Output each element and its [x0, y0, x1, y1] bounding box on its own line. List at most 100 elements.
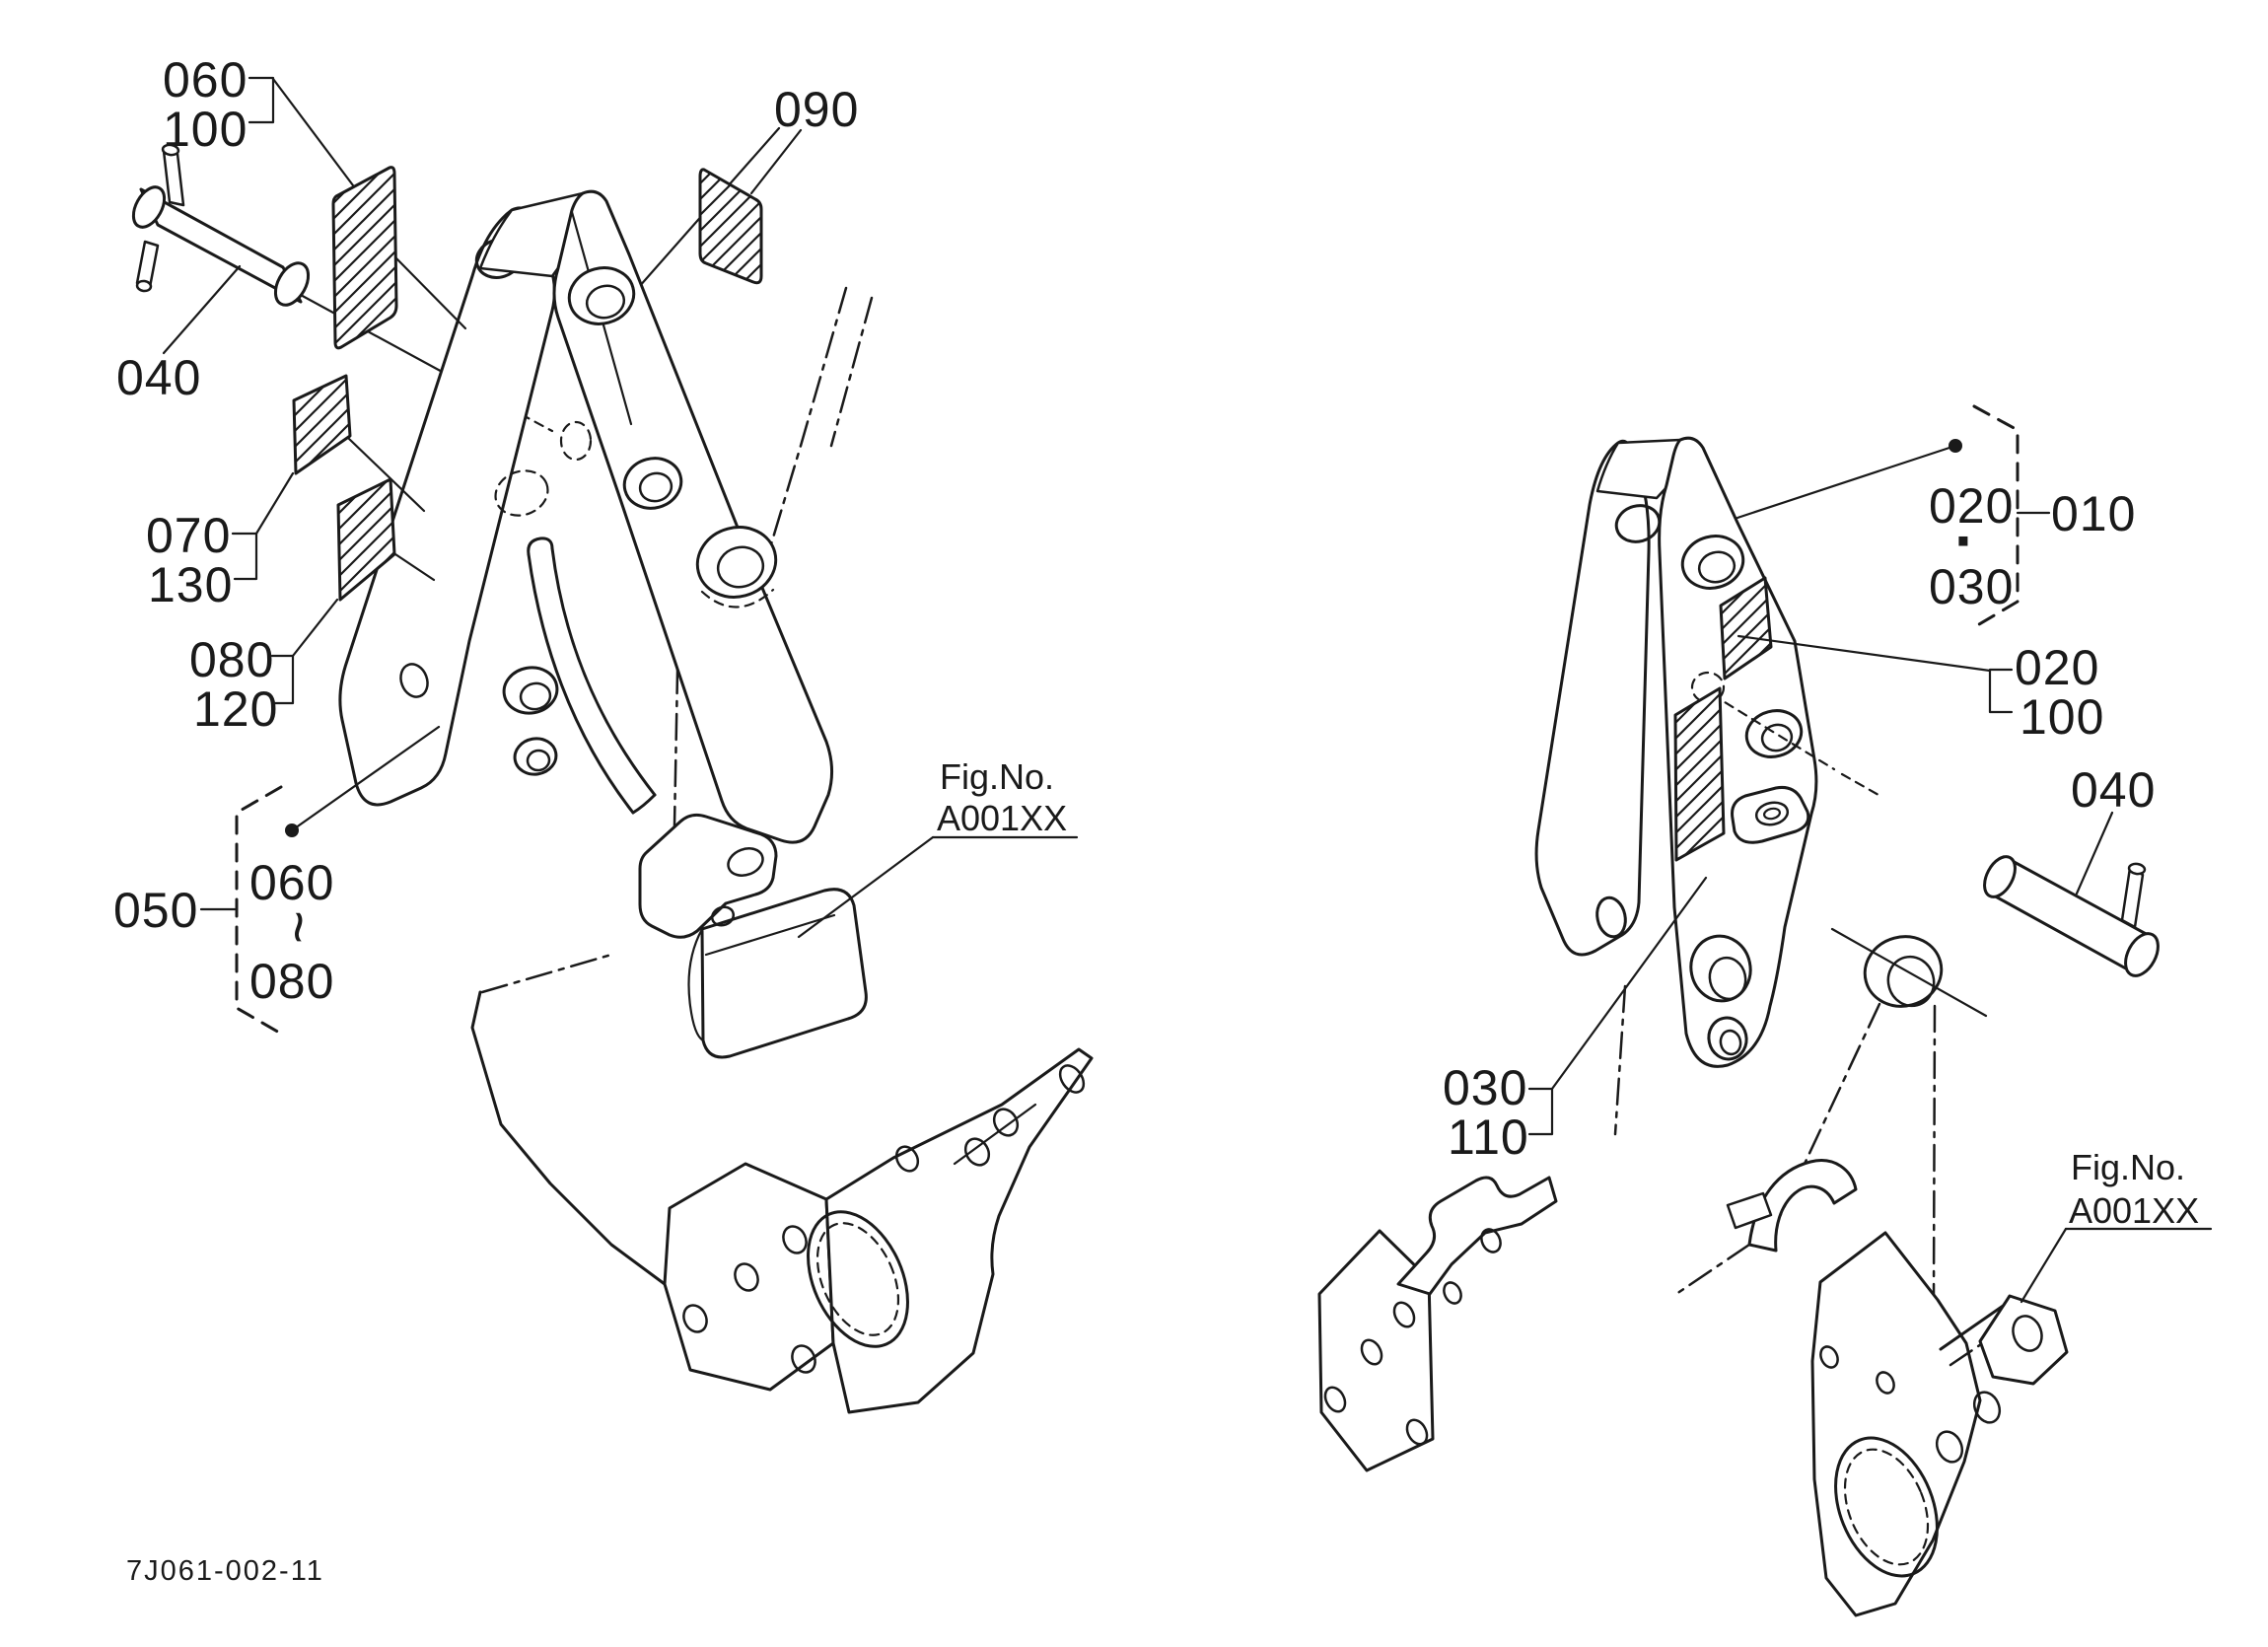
fig-ref-left-line2: A001XX: [937, 798, 1067, 838]
bracket-060-100: [248, 76, 275, 124]
frame-pointed-plate: [663, 1162, 835, 1392]
right-arm-end-hole: [2012, 1315, 2043, 1352]
bracket-080-120: [270, 654, 295, 705]
right-back-plate-bushing: [1595, 895, 1627, 939]
keeper-hole-2: [710, 905, 736, 927]
fig-ref-left-line1: Fig.No.: [940, 756, 1054, 797]
fig-ref-leader-left: [797, 835, 935, 939]
frame-cylinder-block-detail: [687, 913, 836, 1042]
shim-070-130: [292, 374, 352, 475]
hidden-pin-hole: [559, 420, 593, 462]
right-arm-bushing: [1863, 935, 1944, 1008]
left-lower-frame: [470, 813, 1094, 1414]
right-frame-zigzag-plate: [1396, 1176, 1558, 1296]
callout-080-120-line1: 080: [189, 632, 274, 687]
left-bracket-front-plate: [552, 189, 833, 844]
right-frame-plate-holes: [1323, 1301, 1429, 1446]
right-pin: [1983, 855, 2160, 977]
right-front-plate-bushings: [1680, 535, 1804, 1061]
brace-050: [235, 785, 283, 1036]
leader-040-right: [2075, 811, 2114, 895]
right-pin-axis-line: [1830, 927, 1988, 1018]
left-bracket-lower-bushings: [502, 666, 559, 776]
frame-arm-inner-edge: [953, 1103, 1037, 1166]
shim-020-100: [1719, 576, 1773, 680]
frame-main-plate: [824, 1047, 1094, 1414]
callout-030-110-line2: 110: [1448, 1110, 1529, 1165]
fig-ref-right-line2: A001XX: [2069, 1190, 2199, 1231]
leader-040: [162, 264, 242, 355]
frame-large-bore: [807, 1210, 909, 1348]
right-lower-frame: [1317, 1159, 2069, 1617]
shim-060-100: [331, 166, 398, 350]
right-keeper-hole: [1754, 801, 1790, 826]
left-hook-arm: [527, 537, 657, 815]
right-arm-edge-2: [1949, 1314, 2025, 1367]
frame-left-edge: [470, 990, 667, 1286]
shim-090: [698, 168, 763, 285]
left-assembly: 060 100 090 040 070 130 080 120 050 060 …: [113, 52, 1094, 1414]
right-frame-large-bore: [1834, 1436, 1939, 1578]
right-frame-pointed-plate: [1317, 1229, 1435, 1472]
zigzag-hole-2: [1443, 1281, 1462, 1305]
callout-020-030-line2: 030: [1929, 559, 2014, 614]
right-bracket-front-plate: [1658, 436, 1818, 1068]
callout-010: 010: [2051, 486, 2136, 541]
leader-080-120: [291, 598, 339, 658]
frame-large-bore-hidden: [815, 1222, 900, 1336]
right-pin-path-hidden: [1710, 692, 1880, 797]
callout-020-030-line1: 020: [1929, 478, 2014, 534]
right-keeper-hole-inner: [1763, 807, 1781, 821]
frame-bolt-holes: [682, 1064, 1086, 1374]
leader-020-100: [1736, 634, 1992, 673]
bracket-070-130: [231, 532, 258, 581]
callout-030-110-line1: 030: [1443, 1060, 1527, 1115]
callout-020-100-line1: 020: [2015, 640, 2099, 695]
range-from: 060: [249, 855, 334, 910]
leader-020-030: [1736, 444, 1957, 520]
callout-060-100-line1: 060: [163, 52, 248, 107]
shim-030-110: [1673, 686, 1726, 862]
callout-020-100-line2: 100: [2020, 689, 2104, 745]
callout-060-100-line2: 100: [163, 102, 248, 157]
hidden-slot: [494, 469, 549, 517]
pin-axis-line: [297, 292, 448, 376]
right-callout-graphics: [1527, 404, 2213, 1304]
left-pin: [131, 143, 311, 307]
callout-070-130-line2: 130: [148, 557, 233, 612]
callout-050: 050: [113, 883, 198, 938]
leader-090: [749, 128, 803, 195]
callout-070-130-line1: 070: [146, 508, 231, 563]
fig-ref-leader-right: [2020, 1227, 2068, 1304]
right-hook-arm: [1747, 1159, 1858, 1253]
leader-060-100: [271, 77, 355, 187]
right-frame-large-bore-hidden: [1843, 1448, 1930, 1566]
drawing-number: 7J061-002-11: [126, 1555, 324, 1587]
left-callout-graphics: [162, 76, 1079, 1036]
callout-080-120-line2: 120: [193, 681, 278, 737]
fig-ref-right-line1: Fig.No.: [2071, 1147, 2185, 1187]
bracket-020-100: [1988, 668, 2014, 714]
callout-040-right: 040: [2071, 762, 2156, 818]
callout-020-030-separator: ·: [1954, 505, 1975, 576]
right-hook-tab: [1726, 1191, 1773, 1230]
callout-090: 090: [774, 82, 859, 137]
range-tilde: ~: [266, 910, 330, 944]
shim-install-lines: [346, 256, 467, 582]
right-arm-end-plate: [1978, 1294, 2069, 1386]
front-plate-bushings: [567, 266, 778, 609]
right-assembly: 020 · 030 010 020 100 040 030 110 Fig.No…: [1317, 404, 2213, 1617]
right-main-plate-holes: [1819, 1345, 2002, 1464]
leader-030-110: [1550, 876, 1708, 1091]
callout-040-left: 040: [116, 350, 201, 405]
frame-cylinder-block: [700, 888, 868, 1059]
right-keeper-tab: [1731, 786, 1810, 844]
bracket-030-110: [1527, 1087, 1554, 1136]
zigzag-hole-1: [1480, 1228, 1502, 1253]
range-to: 080: [249, 954, 334, 1009]
shim-080-120: [336, 477, 396, 602]
frame-keeper-bracket: [638, 813, 778, 939]
leader-050-range: [290, 725, 441, 832]
